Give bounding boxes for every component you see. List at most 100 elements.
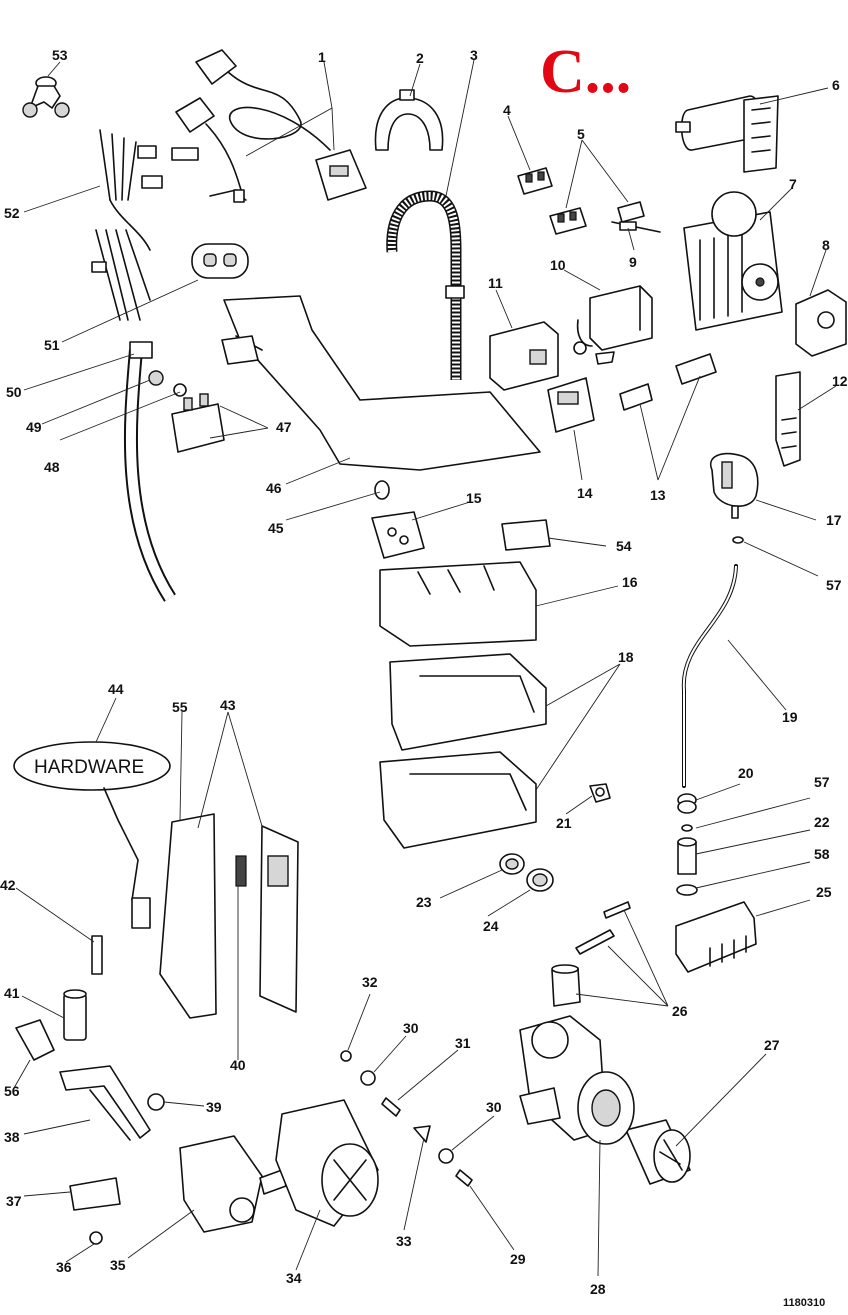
callout-25: 25 [816, 884, 832, 900]
callout-2: 2 [416, 50, 424, 66]
callout-51: 51 [44, 337, 60, 353]
callout-45: 45 [268, 520, 284, 536]
part-26-pump-parts [551, 901, 631, 1007]
part-18-drawer-housing-b [379, 751, 537, 849]
part-31-bolt [381, 1097, 401, 1117]
part-57-o-ring [681, 824, 693, 832]
callout-44: 44 [108, 681, 124, 697]
part-12-bracket [775, 371, 801, 467]
part-33-clip [413, 1125, 431, 1143]
callout-13: 13 [650, 487, 666, 503]
callout-12: 12 [832, 373, 848, 389]
part-52-wiring-harness [91, 129, 199, 321]
callout-54: 54 [616, 538, 632, 554]
callout-11: 11 [488, 275, 503, 291]
callout-8: 8 [822, 237, 830, 253]
callout-17: 17 [826, 512, 842, 528]
part-44-hardware: HARDWARE [13, 741, 171, 929]
callout-52: 52 [4, 205, 20, 221]
part-39-nut [147, 1093, 165, 1111]
callout-57a: 57 [826, 577, 842, 593]
callout-41: 41 [4, 985, 20, 1001]
part-16-dispenser-drawer [379, 561, 537, 647]
part-27-pump-filter [625, 1119, 691, 1185]
callout-10: 10 [550, 257, 566, 273]
part-23-cap [499, 853, 525, 875]
diagram-title: C... [540, 38, 631, 106]
callout-20: 20 [738, 765, 754, 781]
callout-42: 42 [0, 877, 16, 893]
callout-31: 31 [455, 1035, 471, 1051]
callout-56: 56 [4, 1083, 20, 1099]
callout-58: 58 [814, 846, 830, 862]
callout-18: 18 [618, 649, 634, 665]
callout-23: 23 [416, 894, 432, 910]
part-10-relay [573, 285, 653, 365]
part-20-grommet [677, 793, 697, 814]
callout-47: 47 [276, 419, 292, 435]
part-46-dispenser-top [221, 295, 541, 471]
part-14-pcb [547, 377, 595, 433]
part-49-filter [148, 370, 164, 386]
part-55-control-bracket [159, 813, 217, 1019]
part-24-cap [526, 868, 554, 892]
part-29-screw [455, 1169, 473, 1187]
callout-35: 35 [110, 1257, 126, 1273]
part-5-switches [549, 201, 661, 235]
callout-24: 24 [483, 918, 499, 934]
callout-33: 33 [396, 1233, 412, 1249]
callout-46: 46 [266, 480, 282, 496]
part-47-solenoid-valve [171, 393, 225, 453]
callout-37: 37 [6, 1193, 22, 1209]
callout-27: 27 [764, 1037, 780, 1053]
callout-29: 29 [510, 1251, 526, 1267]
callout-36: 36 [56, 1259, 72, 1275]
callout-19: 19 [782, 709, 798, 725]
part-30-washer-b [438, 1148, 454, 1164]
callout-16: 16 [622, 574, 638, 590]
hardware-label: HARDWARE [34, 757, 144, 778]
part-6-capacitor [675, 95, 779, 173]
part-43-control-board [259, 825, 299, 1013]
part-30-washer-a [360, 1070, 376, 1086]
part-37-bracket [69, 1177, 121, 1211]
callout-50: 50 [6, 384, 22, 400]
leader-lines [13, 59, 837, 1277]
callout-3: 3 [470, 47, 478, 63]
callout-32: 32 [362, 974, 378, 990]
callout-numbers: 53 1 2 3 4 5 6 7 8 9 10 11 12 13 14 15 1… [0, 47, 848, 1297]
part-7-timer [683, 191, 783, 331]
callout-28: 28 [590, 1281, 606, 1297]
part-53-y-connector [22, 76, 70, 118]
part-38-heater [59, 1065, 151, 1141]
callout-49: 49 [26, 419, 42, 435]
callout-5: 5 [577, 126, 585, 142]
part-22-valve [677, 837, 697, 875]
callout-55: 55 [172, 699, 188, 715]
callout-15: 15 [466, 490, 482, 506]
callout-1: 1 [318, 49, 326, 65]
part-40-eeprom [235, 855, 247, 887]
callout-38: 38 [4, 1129, 20, 1145]
part-51-grommet [191, 243, 249, 279]
callout-53: 53 [52, 47, 68, 63]
callout-9: 9 [629, 254, 637, 270]
part-28-drain-pump [519, 1015, 635, 1145]
part-21-clip [589, 783, 611, 803]
drawing-code: 1180310 [783, 1297, 825, 1309]
callout-34: 34 [286, 1270, 302, 1286]
part-32-screw [340, 1050, 352, 1062]
part-34-motor [275, 1099, 379, 1227]
part-48-washer [173, 383, 187, 397]
part-13-sensors [619, 353, 717, 411]
callout-57b: 57 [814, 774, 830, 790]
part-45-bushing [374, 480, 390, 500]
part-11-filter [489, 321, 559, 391]
callout-14: 14 [577, 485, 593, 501]
part-8-door-lock [795, 289, 847, 357]
callout-7: 7 [789, 176, 797, 192]
part-41-capacitor [63, 989, 87, 1041]
part-3-drain-hose [386, 190, 465, 380]
part-17-pressure-switch [709, 452, 759, 519]
